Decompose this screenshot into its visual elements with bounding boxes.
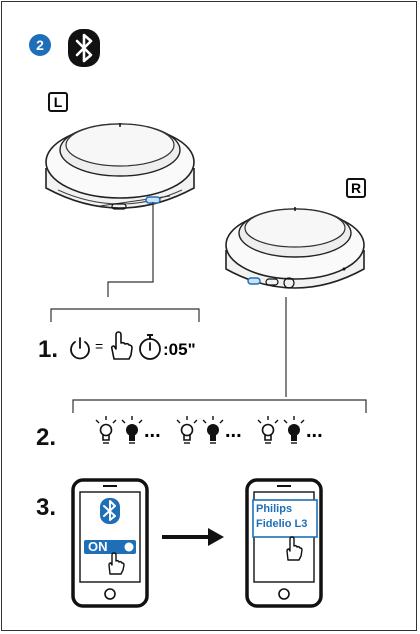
led-off-icon — [257, 416, 279, 444]
led-off-icon — [95, 416, 117, 444]
power-icon — [68, 336, 92, 362]
led-on-icon — [202, 416, 224, 444]
stopwatch-icon — [138, 333, 164, 361]
finger-press-icon — [108, 331, 134, 361]
right-earcup-illustration — [220, 195, 370, 310]
equals-sign: = — [95, 338, 104, 354]
ellipsis-1: ... — [144, 420, 161, 442]
right-earcup-label: R — [346, 178, 366, 198]
device-name-line2: Fidelio L3 — [256, 518, 308, 530]
led-on-icon — [283, 416, 305, 444]
left-earcup-label: L — [48, 92, 68, 112]
arrow-right-icon — [160, 526, 226, 548]
bluetooth-toggle-label[interactable]: ON — [88, 539, 108, 554]
ellipsis-2: ... — [225, 420, 242, 442]
led-blink-sequence — [88, 414, 358, 448]
left-earcup-illustration — [40, 110, 200, 230]
device-name-line1: Philips — [256, 503, 293, 515]
led-on-icon — [121, 416, 143, 444]
left-phone: ON — [70, 478, 150, 608]
led-off-icon — [176, 416, 198, 444]
ellipsis-3: ... — [306, 420, 323, 442]
bluetooth-icon — [100, 498, 120, 524]
step-badge: 2 — [29, 34, 51, 56]
device-list-item[interactable]: Philips Fidelio L3 — [256, 502, 307, 532]
step-1-number: 1. — [38, 336, 59, 363]
step-2-number: 2. — [36, 424, 57, 451]
right-phone: Philips Fidelio L3 — [244, 478, 324, 608]
step-badge-number: 2 — [36, 37, 44, 53]
bluetooth-icon — [66, 28, 102, 68]
step-3-number: 3. — [36, 494, 57, 521]
press-duration: :05" — [163, 340, 196, 359]
